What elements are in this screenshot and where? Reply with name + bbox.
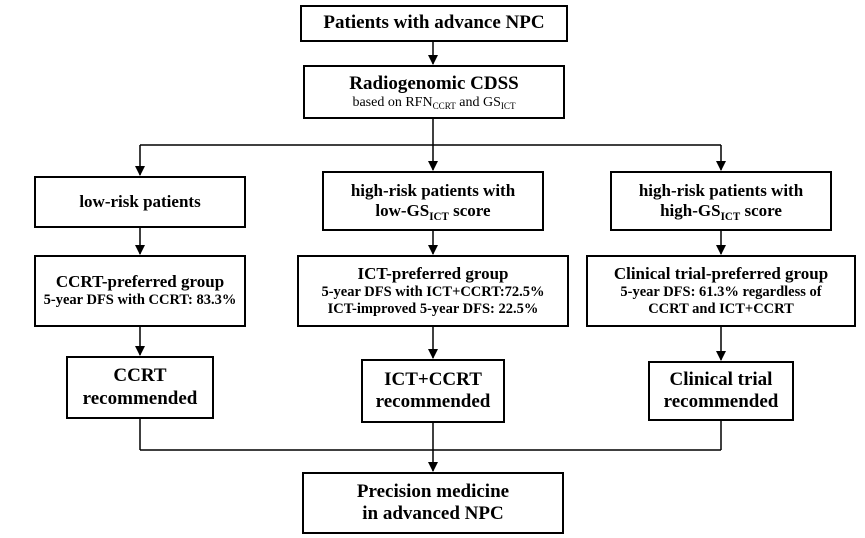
box-trial-rec: Clinical trial recommended: [648, 361, 794, 421]
box-high-risk-high-gs: high-risk patients with high-GSICT score: [610, 171, 832, 231]
ict-group-dfs: 5-year DFS with ICT+CCRT:72.5%: [321, 283, 545, 300]
ict-group-improved: ICT-improved 5-year DFS: 22.5%: [327, 301, 539, 318]
final-line2: in advanced NPC: [362, 503, 504, 524]
box-precision-medicine: Precision medicine in advanced NPC: [302, 472, 564, 534]
box-ccrt-rec: CCRT recommended: [66, 356, 214, 419]
box-patients: Patients with advance NPC: [300, 5, 568, 42]
low-risk-label: low-risk patients: [79, 191, 201, 211]
patients-title: Patients with advance NPC: [323, 12, 545, 34]
box-low-risk: low-risk patients: [34, 176, 246, 228]
ict-rec-line2: recommended: [375, 391, 491, 412]
box-cdss: Radiogenomic CDSS based on RFNCCRT and G…: [303, 65, 565, 119]
ict-group-title: ICT-preferred group: [357, 263, 509, 283]
box-ccrt-group: CCRT-preferred group 5-year DFS with CCR…: [34, 255, 246, 327]
high-high-line1: high-risk patients with: [638, 180, 804, 200]
box-ict-rec: ICT+CCRT recommended: [361, 359, 505, 423]
high-high-line2: high-GSICT score: [660, 201, 782, 223]
box-ict-group: ICT-preferred group 5-year DFS with ICT+…: [297, 255, 569, 327]
box-trial-group: Clinical trial-preferred group 5-year DF…: [586, 255, 856, 327]
box-high-risk-low-gs: high-risk patients with low-GSICT score: [322, 171, 544, 231]
ccrt-group-dfs: 5-year DFS with CCRT: 83.3%: [43, 292, 237, 309]
ccrt-rec-line1: CCRT: [113, 365, 167, 387]
ccrt-rec-line2: recommended: [82, 387, 198, 409]
high-low-line2: low-GSICT score: [375, 201, 491, 223]
trial-group-title: Clinical trial-preferred group: [613, 263, 829, 283]
cdss-subtitle: based on RFNCCRT and GSICT: [352, 94, 516, 112]
trial-rec-line1: Clinical trial: [669, 368, 773, 390]
ict-rec-line1: ICT+CCRT: [384, 368, 482, 390]
trial-group-regimens: CCRT and ICT+CCRT: [648, 301, 794, 318]
high-low-line1: high-risk patients with: [350, 180, 516, 200]
ccrt-group-title: CCRT-preferred group: [55, 272, 225, 292]
final-line1: Precision medicine: [356, 480, 510, 502]
trial-group-dfs: 5-year DFS: 61.3% regardless of: [620, 283, 822, 300]
trial-rec-line2: recommended: [663, 391, 779, 412]
cdss-title: Radiogenomic CDSS: [349, 72, 519, 94]
